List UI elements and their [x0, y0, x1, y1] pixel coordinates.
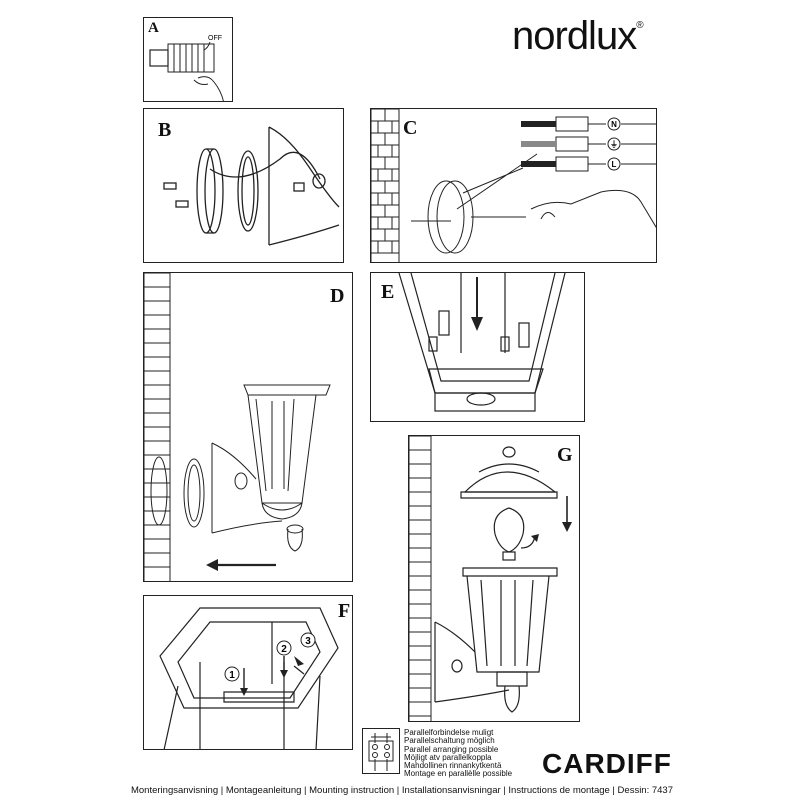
parallel-note: Möjligt atv parallelkoppla: [404, 752, 492, 762]
lamp-shade-illustration: [398, 273, 566, 412]
parallel-note: Parallel arranging possible: [404, 744, 499, 754]
panel-b-label: B: [158, 119, 172, 141]
bulb-and-cap-illustration: [409, 436, 572, 721]
parallel-connection-symbol: [368, 733, 394, 771]
step-1: 1: [229, 670, 235, 681]
panel-a: A OFF: [143, 17, 233, 102]
panel-g: G: [408, 435, 580, 722]
product-name: CARDIFF: [542, 748, 672, 779]
parallel-note: Montage en parallèlle possible: [404, 769, 513, 779]
panel-c-label: C: [403, 117, 418, 139]
panel-c: C N ⏚ L: [370, 108, 657, 263]
panel-e-label: E: [381, 281, 395, 303]
parallel-connection-icon: [362, 728, 400, 774]
panel-e: E: [370, 272, 585, 422]
panel-f-label: F: [338, 600, 351, 622]
wiring-illustration: N ⏚ L: [371, 109, 656, 262]
panel-g-label: G: [557, 444, 573, 466]
footer-instructions: Monteringsanvisning | Montageanleitung |…: [130, 785, 673, 796]
lamp-mount-illustration: [144, 273, 331, 581]
panel-b: B: [143, 108, 344, 263]
terminal-earth: ⏚: [610, 140, 618, 149]
parallel-note: Mahdollinen rinnankytkentä: [404, 761, 502, 771]
terminal-l: L: [612, 160, 617, 169]
panel-a-label: A: [148, 20, 159, 36]
step-3: 3: [305, 636, 311, 647]
panel-f: F 1 2 3: [143, 595, 353, 750]
step-2: 2: [281, 644, 287, 655]
parallel-note: Parallelforbindelse muligt: [404, 728, 494, 737]
glass-insert-illustration: 1 2 3: [159, 607, 339, 749]
brand-logo: nordlux®: [512, 14, 644, 59]
parallel-notes: Parallelforbindelse muligt Parallelschal…: [404, 728, 513, 779]
wall-plate-illustration: [163, 126, 340, 246]
fuse-switch-illustration: OFF: [149, 35, 224, 101]
brand-name: nordlux: [512, 14, 637, 58]
parallel-note: Parallelschaltung möglich: [404, 736, 495, 746]
off-text: OFF: [208, 35, 222, 42]
registered-mark: ®: [636, 20, 643, 31]
panel-d: D: [143, 272, 353, 582]
panel-d-label: D: [330, 285, 345, 307]
terminal-n: N: [611, 120, 617, 129]
